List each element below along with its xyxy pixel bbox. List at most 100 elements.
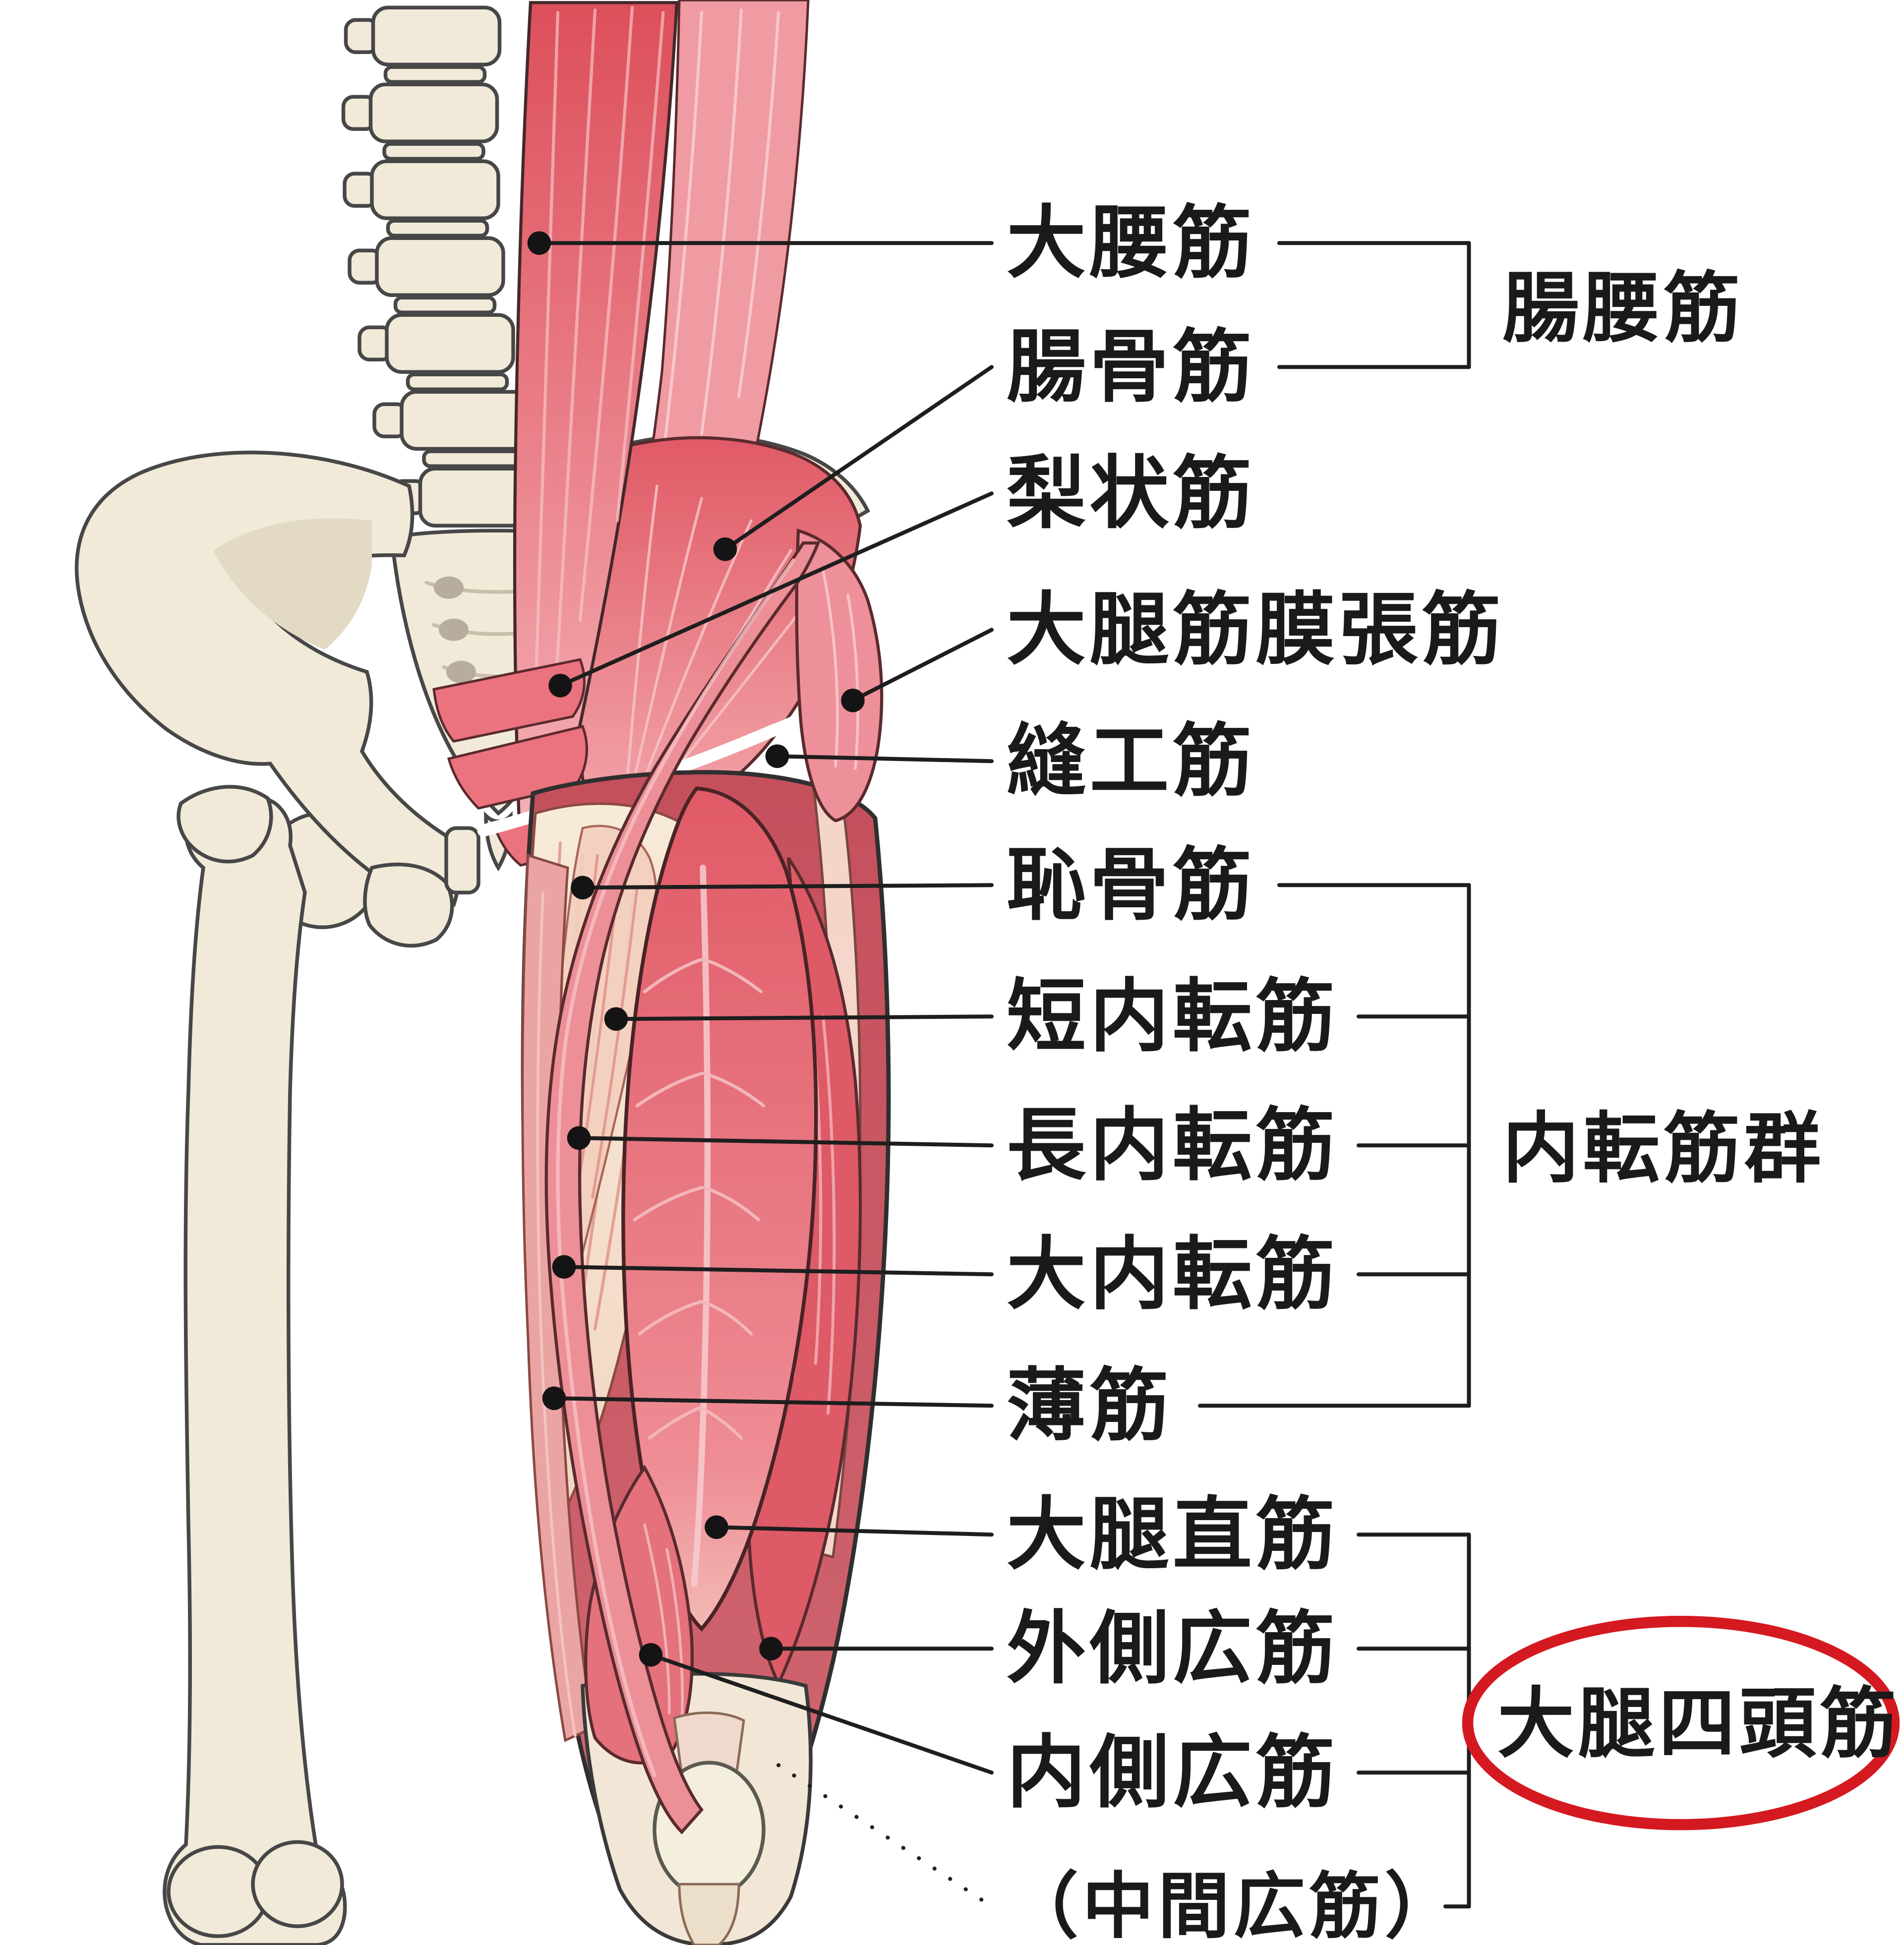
marker-rectus-femoris bbox=[705, 1515, 728, 1539]
psoas-region bbox=[513, 1, 679, 875]
label-vastus-lateralis: 外側広筋 bbox=[1007, 1602, 1339, 1695]
tensor-fasciae-latae-muscle bbox=[795, 529, 884, 823]
label-pectineus: 恥骨筋 bbox=[1007, 838, 1256, 931]
marker-tensor-fasciae-latae bbox=[841, 689, 865, 712]
muscle-fiber bbox=[628, 497, 703, 800]
label-piriformis: 梨状筋 bbox=[1007, 447, 1256, 539]
leader-line-tensor-fasciae-latae bbox=[851, 628, 994, 703]
muscle-fiber bbox=[591, 886, 639, 1199]
label-iliacus: 腸骨筋 bbox=[1007, 320, 1256, 413]
leader-line-adductor-longus bbox=[577, 1136, 994, 1148]
label-group-quadriceps: 大腿四頭筋 bbox=[1497, 1679, 1901, 1768]
highlight-ellipse-quadriceps bbox=[1462, 1616, 1900, 1830]
muscle-fiber bbox=[624, 484, 658, 795]
label-rectus-femoris: 大腿直筋 bbox=[1007, 1488, 1339, 1581]
vertebra bbox=[400, 390, 530, 451]
muscle-fiber bbox=[700, 8, 743, 436]
muscle-fiber bbox=[846, 593, 859, 770]
label-tensor-fasciae-latae: 大腿筋膜張筋 bbox=[1007, 583, 1505, 676]
leader-line-piriformis bbox=[558, 491, 994, 688]
femur-shaft bbox=[163, 791, 347, 1945]
greater-trochanter bbox=[177, 785, 273, 864]
muscle-fiber bbox=[643, 1523, 671, 1714]
disc bbox=[406, 372, 509, 391]
marker-gracilis bbox=[542, 1386, 566, 1410]
sacral-foramen bbox=[439, 618, 469, 641]
vertebra bbox=[371, 5, 502, 67]
muscle-fiber bbox=[615, 11, 665, 523]
disc bbox=[382, 142, 485, 161]
central-tendon bbox=[691, 865, 711, 1588]
marker-vastus-medialis bbox=[639, 1643, 663, 1667]
leader-lines bbox=[537, 241, 994, 1909]
muscle-fiber bbox=[648, 1407, 701, 1440]
marker-psoas-major bbox=[527, 231, 551, 255]
sartorius-region bbox=[544, 541, 821, 1834]
pubic-symphysis bbox=[444, 826, 480, 894]
marker-adductor-brevis bbox=[604, 1007, 628, 1031]
muscle-fiber bbox=[737, 11, 780, 399]
muscle-fiber bbox=[702, 1072, 766, 1108]
label-adductor-magnus: 大内転筋 bbox=[1007, 1228, 1339, 1320]
muscle-fiber bbox=[700, 1300, 753, 1336]
vertebra bbox=[375, 236, 505, 297]
disc bbox=[383, 65, 487, 84]
muscle-fiber bbox=[633, 1186, 704, 1222]
disc bbox=[422, 449, 525, 468]
muscle-fiber bbox=[663, 11, 703, 448]
marker-piriformis bbox=[548, 674, 572, 698]
sacral-foramen bbox=[434, 576, 464, 599]
leader-line-adductor-magnus bbox=[562, 1265, 994, 1277]
muscle-fiber bbox=[822, 569, 839, 767]
label-vastus-intermedius: （中間広筋） bbox=[1007, 1865, 1460, 1945]
left-femur-shaft bbox=[163, 785, 347, 1945]
muscle-fiber bbox=[578, 6, 634, 622]
label-adductor-longus: 長内転筋 bbox=[1007, 1099, 1339, 1191]
muscle-fiber bbox=[635, 1072, 704, 1108]
disc bbox=[393, 295, 497, 314]
leader-line-adductor-brevis bbox=[614, 1014, 994, 1021]
muscle-fiber bbox=[556, 558, 795, 1777]
muscle-fiber bbox=[822, 1015, 836, 1415]
marker-vastus-lateralis bbox=[759, 1637, 783, 1660]
label-vastus-medialis: 内側広筋 bbox=[1007, 1726, 1339, 1819]
marker-sartorius bbox=[765, 744, 789, 768]
leader-line-iliacus bbox=[723, 365, 994, 551]
muscle-fiber bbox=[665, 1548, 684, 1727]
marker-iliacus bbox=[713, 537, 737, 561]
label-adductor-brevis: 短内転筋 bbox=[1007, 970, 1339, 1062]
leader-line-gracilis bbox=[552, 1396, 994, 1408]
muscle-fiber bbox=[700, 1407, 743, 1440]
marker-dots bbox=[527, 231, 865, 1667]
femur-condyle bbox=[251, 1840, 344, 1928]
muscle-fiber bbox=[702, 1186, 761, 1222]
spine bbox=[341, 5, 549, 528]
vertebra bbox=[368, 82, 499, 144]
group-labels: 腸腰筋 内転筋群 大腿四頭筋 bbox=[1497, 263, 1901, 1768]
label-gracilis: 薄筋 bbox=[1007, 1359, 1173, 1452]
muscle-fiber bbox=[702, 958, 763, 994]
vertebra bbox=[370, 159, 500, 221]
marker-pectineus bbox=[571, 876, 595, 899]
leader-line-sartorius bbox=[775, 754, 994, 764]
leader-line-pectineus bbox=[581, 883, 994, 890]
ischium bbox=[363, 862, 454, 948]
leader-line-rectus-femoris bbox=[714, 1525, 994, 1537]
marker-adductor-magnus bbox=[552, 1255, 576, 1279]
label-sartorius: 縫工筋 bbox=[1007, 714, 1256, 807]
muscle-labels: 大腰筋 腸骨筋 梨状筋 大腿筋膜張筋 縫工筋 恥骨筋 短内転筋 長内転筋 大内転… bbox=[1007, 196, 1505, 1945]
label-group-adductor-group: 内転筋群 bbox=[1502, 1104, 1825, 1193]
tfl-region bbox=[795, 529, 884, 823]
muscle-fiber bbox=[536, 891, 577, 1737]
muscle-fiber bbox=[638, 1300, 704, 1336]
leader-line-vastus-medialis bbox=[649, 1652, 994, 1775]
muscle-fiber bbox=[633, 519, 753, 805]
marker-adductor-longus bbox=[567, 1126, 591, 1150]
label-psoas-major: 大腰筋 bbox=[1007, 196, 1256, 289]
vertebra bbox=[385, 313, 515, 374]
left-hip-bone bbox=[74, 450, 480, 948]
iliac-fossa bbox=[213, 518, 372, 650]
leader-line-vastus-intermedius-dotted bbox=[776, 1763, 994, 1909]
sacral-foramen bbox=[446, 660, 476, 683]
